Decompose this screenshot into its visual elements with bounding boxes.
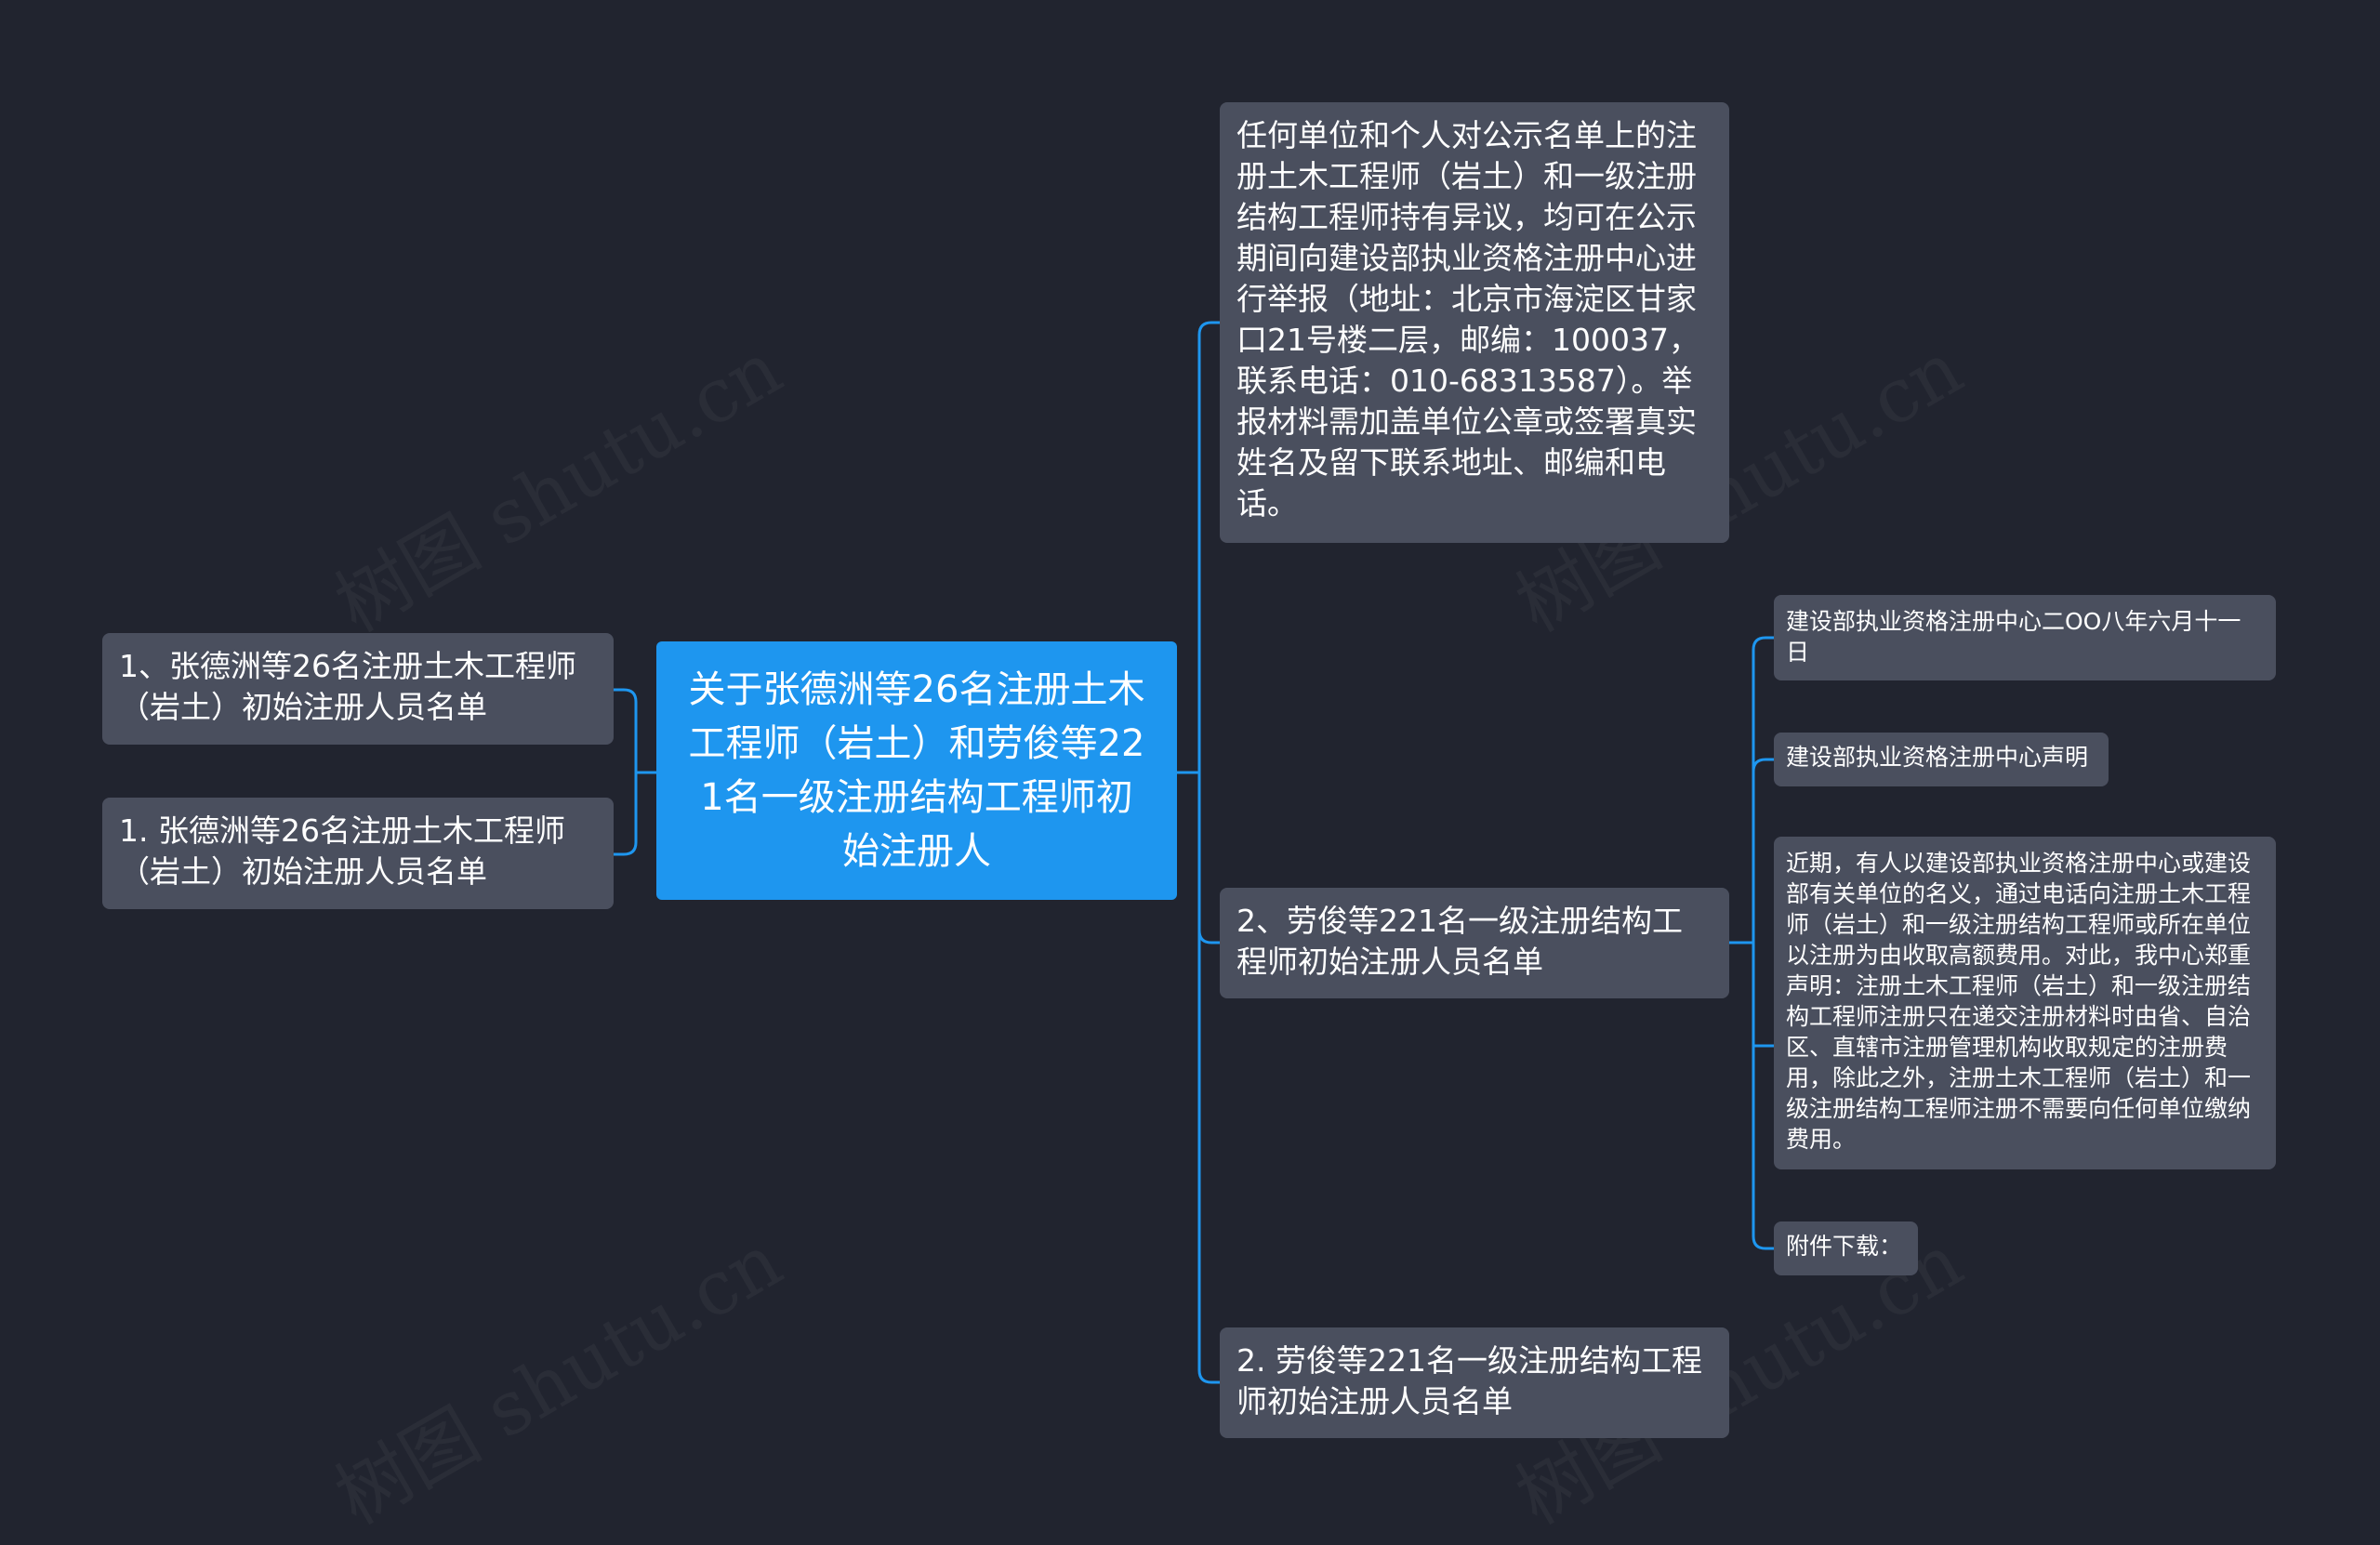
connector-sub-3 xyxy=(1752,941,1776,1048)
subtopic-statement-body[interactable]: 近期，有人以建设部执业资格注册中心或建设部有关单位的名义，通过电话向注册土木工程… xyxy=(1774,837,2276,1169)
connector-right-2 xyxy=(1197,771,1222,944)
right-topic-2-text: 2、劳俊等221名一级注册结构工程师初始注册人员名单 xyxy=(1236,903,1683,980)
connector-sub-4 xyxy=(1752,941,1776,1250)
left-topic-1-text: 1、张德洲等26名注册土木工程师（岩土）初始注册人员名单 xyxy=(119,648,576,725)
right-topic-3-text: 2. 劳俊等221名一级注册结构工程师初始注册人员名单 xyxy=(1236,1342,1702,1420)
left-topic-2-text: 1. 张德洲等26名注册土木工程师（岩土）初始注册人员名单 xyxy=(119,812,565,890)
connector-right-1 xyxy=(1197,321,1222,774)
left-topic-2[interactable]: 1. 张德洲等26名注册土木工程师（岩土）初始注册人员名单 xyxy=(102,798,614,909)
subtopic-statement-title[interactable]: 建设部执业资格注册中心声明 xyxy=(1774,733,2109,786)
subtopic-statement-body-text: 近期，有人以建设部执业资格注册中心或建设部有关单位的名义，通过电话向注册土木工程… xyxy=(1786,850,2252,1153)
root-topic-text: 关于张德洲等26名注册土木工程师（岩土）和劳俊等221名一级注册结构工程师初始注… xyxy=(688,668,1145,873)
right-topic-3[interactable]: 2. 劳俊等221名一级注册结构工程师初始注册人员名单 xyxy=(1220,1327,1729,1438)
right-topic-2[interactable]: 2、劳俊等221名一级注册结构工程师初始注册人员名单 xyxy=(1220,888,1729,998)
subtopic-date-text: 建设部执业资格注册中心二OO八年六月十一日 xyxy=(1786,608,2241,666)
subtopic-attachment[interactable]: 附件下载： xyxy=(1774,1221,1918,1275)
root-topic[interactable]: 关于张德洲等26名注册土木工程师（岩土）和劳俊等221名一级注册结构工程师初始注… xyxy=(656,641,1177,900)
subtopic-date[interactable]: 建设部执业资格注册中心二OO八年六月十一日 xyxy=(1774,595,2276,680)
left-topic-1[interactable]: 1、张德洲等26名注册土木工程师（岩土）初始注册人员名单 xyxy=(102,633,614,745)
right-topic-1[interactable]: 任何单位和个人对公示名单上的注册土木工程师（岩土）和一级注册结构工程师持有异议，… xyxy=(1220,102,1729,543)
subtopic-statement-title-text: 建设部执业资格注册中心声明 xyxy=(1786,744,2089,771)
subtopic-attachment-text: 附件下载： xyxy=(1786,1233,1903,1260)
connector-sub-2 xyxy=(1752,758,1776,773)
connector-root-left-2 xyxy=(612,771,638,856)
connector-sub-1 xyxy=(1752,636,1776,944)
connector-root-left-1 xyxy=(612,688,658,774)
right-topic-1-text: 任何单位和个人对公示名单上的注册土木工程师（岩土）和一级注册结构工程师持有异议，… xyxy=(1236,117,1699,522)
connector-right-3 xyxy=(1197,929,1222,1384)
